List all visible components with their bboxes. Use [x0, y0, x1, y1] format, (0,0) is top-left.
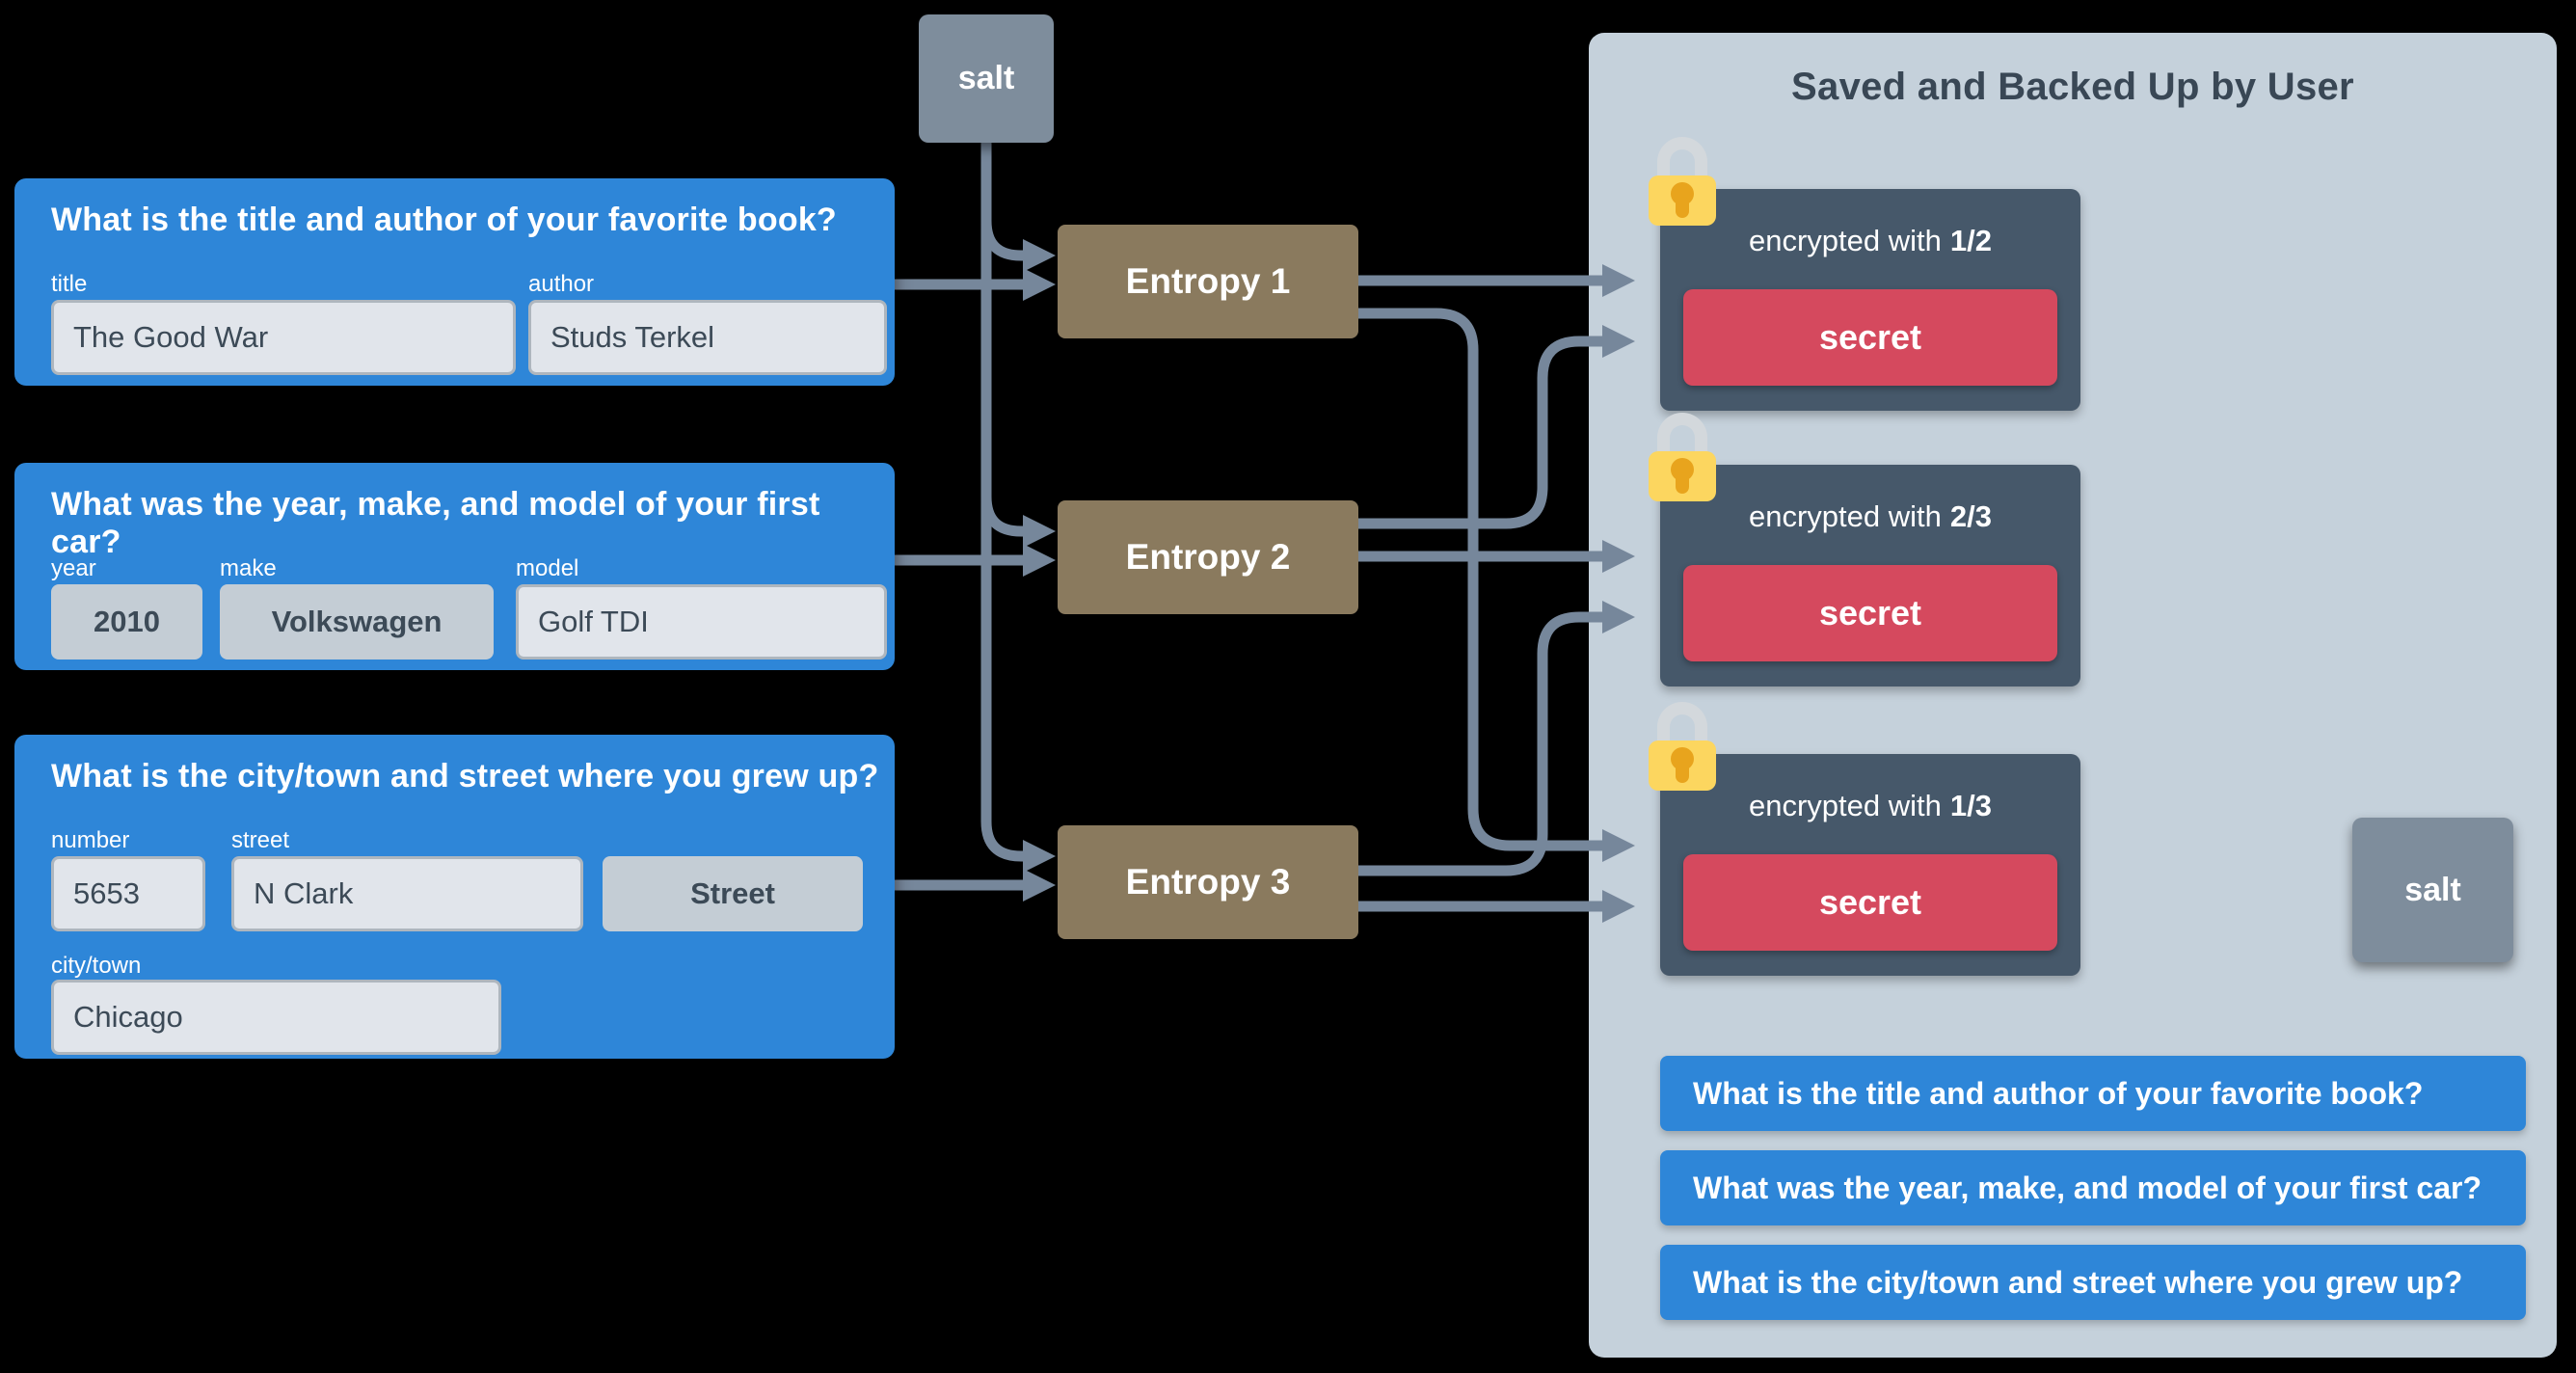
lock-shackle-icon [1657, 137, 1707, 187]
field-label-make: make [220, 555, 277, 581]
wire-salt-e1 [980, 220, 1024, 261]
question-text: What is the title and author of your fav… [51, 202, 837, 238]
title-value: The Good War [73, 320, 269, 354]
field-label-model: model [516, 555, 579, 581]
author-value: Studs Terkel [550, 320, 715, 354]
keyhole-stem [1676, 197, 1689, 218]
lock-shackle-icon [1657, 413, 1707, 463]
secret-label: secret [1818, 593, 1922, 633]
key-fraction: 2/3 [1949, 499, 1992, 533]
arrowheads [1023, 239, 1635, 923]
field-label-year: year [51, 555, 96, 581]
street-type-select[interactable]: Street [603, 856, 863, 931]
encrypted-prefix: encrypted with [1749, 224, 1942, 257]
year-value: 2010 [94, 605, 160, 638]
saved-question-bar-2: What was the year, make, and model of yo… [1660, 1150, 2526, 1225]
street-input[interactable]: N Clark [231, 856, 583, 931]
question-text: What was the year, make, and model of yo… [51, 486, 820, 560]
number-input[interactable]: 5653 [51, 856, 205, 931]
saved-question-text: What is the city/town and street where y… [1693, 1264, 2463, 1300]
field-label-street: street [231, 827, 290, 853]
question-box-book: What is the title and author of your fav… [14, 178, 895, 386]
question-box-car: What was the year, make, and model of yo… [14, 463, 895, 670]
city-value: Chicago [73, 1000, 183, 1034]
city-input[interactable]: Chicago [51, 980, 501, 1055]
question-text: What is the city/town and street where y… [51, 758, 879, 794]
lock-icon [1649, 740, 1716, 791]
saved-question-text: What is the title and author of your fav… [1693, 1075, 2424, 1111]
wire-e3-box2 [1358, 611, 1602, 876]
entropy-2-label: Entropy 2 [1125, 537, 1291, 577]
salt-label: salt [957, 60, 1015, 96]
title-input[interactable]: The Good War [51, 300, 516, 375]
keyhole-stem [1676, 762, 1689, 783]
entropy-1-box: Entropy 1 [1058, 225, 1358, 338]
question-box-address: What is the city/town and street where y… [14, 735, 895, 1059]
street-type-value: Street [690, 876, 775, 910]
saved-question-bar-3: What is the city/town and street where y… [1660, 1245, 2526, 1320]
wire-salt-main [980, 143, 1024, 862]
secret-button[interactable]: secret [1683, 565, 2057, 661]
key-fraction: 1/3 [1949, 789, 1992, 822]
entropy-1-label: Entropy 1 [1125, 261, 1291, 301]
author-input[interactable]: Studs Terkel [528, 300, 887, 375]
number-value: 5653 [73, 876, 140, 910]
entropy-3-box: Entropy 3 [1058, 825, 1358, 939]
saved-question-bar-1: What is the title and author of your fav… [1660, 1056, 2526, 1131]
wire-salt-e2 [980, 496, 1024, 537]
secret-label: secret [1818, 882, 1922, 922]
panel-title: Saved and Backed Up by User [1791, 66, 2354, 108]
wire-e2-box1 [1358, 336, 1602, 529]
key-fraction: 1/2 [1949, 224, 1992, 257]
field-label-title: title [51, 271, 88, 297]
entropy-3-label: Entropy 3 [1125, 862, 1291, 902]
make-value: Volkswagen [271, 605, 443, 638]
lock-icon [1649, 175, 1716, 226]
keyhole-stem [1676, 472, 1689, 494]
salt-label: salt [2404, 871, 2461, 908]
saved-question-text: What was the year, make, and model of yo… [1693, 1170, 2482, 1205]
lock-icon [1649, 451, 1716, 501]
model-input[interactable]: Golf TDI [516, 584, 887, 660]
make-select[interactable]: Volkswagen [220, 584, 494, 660]
entropy-2-box: Entropy 2 [1058, 500, 1358, 614]
field-label-author: author [528, 271, 595, 297]
secret-button[interactable]: secret [1683, 289, 2057, 386]
secret-button[interactable]: secret [1683, 854, 2057, 951]
secret-label: secret [1818, 317, 1922, 357]
encrypted-prefix: encrypted with [1749, 499, 1942, 533]
wire-e1-box3 [1358, 308, 1602, 851]
year-select[interactable]: 2010 [51, 584, 202, 660]
field-label-number: number [51, 827, 130, 853]
salt-box-saved: salt [2352, 818, 2513, 962]
salt-box-top: salt [919, 14, 1054, 143]
field-label-city: city/town [51, 953, 142, 979]
lock-shackle-icon [1657, 702, 1707, 752]
model-value: Golf TDI [538, 605, 649, 638]
street-value: N Clark [254, 876, 354, 910]
encrypted-prefix: encrypted with [1749, 789, 1942, 822]
